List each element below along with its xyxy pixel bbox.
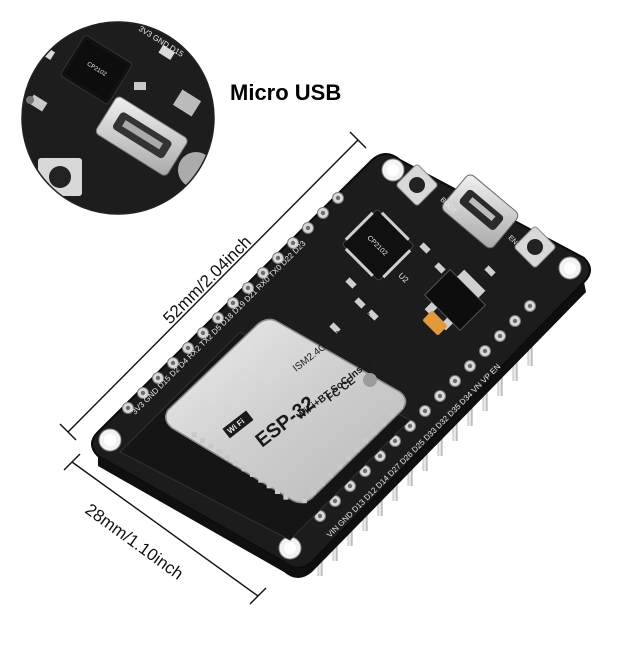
micro-usb-port[interactable] — [440, 173, 520, 251]
module-pad — [389, 412, 395, 418]
pin-hole — [317, 513, 323, 519]
module-pad — [216, 449, 222, 455]
module-pad — [363, 438, 369, 444]
pin-hole — [305, 225, 311, 231]
pin-hole — [140, 390, 146, 396]
length-dimension — [59, 131, 367, 441]
pin-hole — [377, 453, 383, 459]
pin-hole — [392, 438, 398, 444]
module-pad — [336, 463, 342, 469]
pin-hole — [467, 363, 473, 369]
pin-hole — [422, 408, 428, 414]
pin-hole — [347, 483, 353, 489]
module-pad — [319, 481, 325, 487]
module-pad — [250, 472, 255, 477]
module-pad — [275, 489, 280, 494]
pin-hole — [320, 210, 326, 216]
pin-hole — [170, 360, 176, 366]
en-button[interactable] — [514, 226, 556, 268]
boot-button[interactable] — [396, 164, 438, 206]
width-dimension — [63, 453, 267, 605]
pin-hole — [125, 405, 131, 411]
capacitor — [423, 311, 447, 335]
module-pad — [225, 455, 230, 460]
pin-hole — [437, 393, 443, 399]
pin-hole — [290, 240, 296, 246]
module-pad — [354, 446, 360, 452]
pin-hole — [482, 348, 488, 354]
pin-hole — [335, 195, 341, 201]
pin-hole — [452, 378, 458, 384]
shield-dot — [363, 373, 377, 387]
pin-hole — [215, 315, 221, 321]
module-pad — [241, 466, 247, 472]
pin-hole — [527, 303, 533, 309]
module-pad — [398, 403, 404, 409]
en-label: EN — [507, 234, 519, 246]
module-pad — [283, 494, 289, 500]
pin-hole — [275, 255, 281, 261]
module-castellations — [191, 403, 404, 504]
pin-hole — [332, 498, 338, 504]
module-pad — [328, 472, 334, 478]
module-pad — [233, 460, 239, 466]
usb-zoom-inset: CP2102 — [21, 21, 215, 215]
voltage-regulator — [423, 268, 487, 332]
pin-hole — [185, 345, 191, 351]
micro-usb-callout: Micro USB — [230, 80, 342, 105]
module-pad — [301, 498, 307, 504]
module-pad — [208, 443, 214, 449]
module-pad — [371, 429, 377, 435]
module-pad — [310, 489, 316, 495]
module-pad — [191, 432, 197, 438]
module-pad — [266, 483, 272, 489]
pin-hole — [200, 330, 206, 336]
esp32-board: 3V3 GND D15 D2 D4 RX2 TX2 D5 D18 D19 D21… — [91, 153, 591, 578]
width-label: 28mm/1.10inch — [82, 500, 187, 584]
pin-hole — [362, 468, 368, 474]
pin-hole — [155, 375, 161, 381]
usb-uart-chip: CP2102 — [342, 209, 414, 281]
module-pad — [258, 477, 264, 483]
module-pad — [200, 438, 205, 443]
pin-hole — [260, 270, 266, 276]
pin-hole — [245, 285, 251, 291]
pin-hole — [407, 423, 413, 429]
module-pad — [345, 455, 351, 461]
module-pad — [380, 420, 386, 426]
smd-components — [329, 242, 496, 334]
mounting-holes — [98, 158, 582, 560]
pin-hole — [512, 318, 518, 324]
pin-hole — [230, 300, 236, 306]
pin-hole — [497, 333, 503, 339]
